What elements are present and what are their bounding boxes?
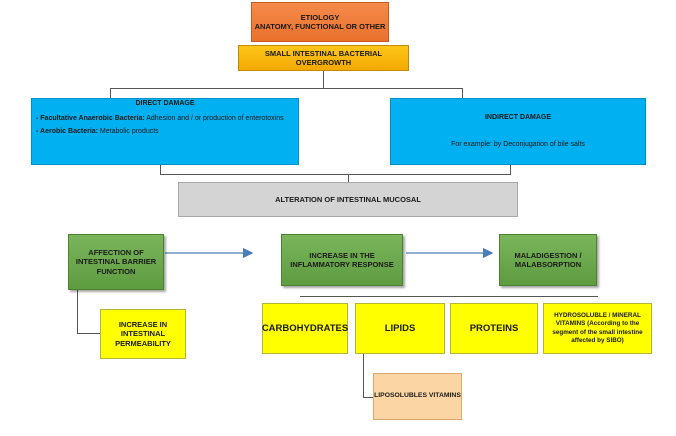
direct-damage-item-1-label: - Facultative Anaerobic Bacteria: <box>36 114 145 122</box>
proteins-label: PROTEINS <box>469 322 519 334</box>
etiology-subtitle: ANATOMY, FUNCTIONAL OR OTHER <box>254 22 386 31</box>
hydrosoluble-line-4: affected by SIBO) <box>571 336 624 344</box>
direct-damage-item-2: - Aerobic Bacteria: Metabolic products <box>36 128 159 137</box>
connector-barrier-to-permeability <box>77 333 100 334</box>
barrier-box: AFFECTION OF INTESTINAL BARRIER FUNCTION <box>68 234 164 290</box>
lipids-box: LIPIDS <box>355 303 445 354</box>
connector-merge-right <box>510 165 511 174</box>
sibo-box: SMALL INTESTINAL BACTERIAL OVERGROWTH <box>238 45 409 71</box>
carbohydrates-box: CARBOHYDRATES <box>262 303 348 354</box>
hydrosoluble-box: HYDROSOLUBLE / MINERAL VITAMINS (Accordi… <box>543 303 652 354</box>
proteins-box: PROTEINS <box>450 303 538 354</box>
connector-merge-horizontal <box>160 174 511 175</box>
connector-merge-left <box>160 165 161 174</box>
indirect-damage-text: For example: by Deconjugation of bile sa… <box>451 140 585 148</box>
inflammatory-line-1: INCREASE IN THE <box>309 250 375 260</box>
connector-lipids-to-liposolubles <box>363 397 373 398</box>
connector-lipids-down <box>363 354 364 397</box>
carbohydrates-label: CARBOHYDRATES <box>261 322 349 334</box>
connector-nutrients-horizontal <box>300 296 598 297</box>
inflammatory-box: INCREASE IN THE INFLAMMATORY RESPONSE <box>281 234 403 286</box>
barrier-line-3: FUNCTION <box>96 266 136 276</box>
connector-sibo-branch-horizontal <box>110 88 462 89</box>
inflammatory-line-2: INFLAMMATORY RESPONSE <box>290 260 394 269</box>
connector-to-direct <box>110 88 111 98</box>
alteration-label: ALTERATION OF INTESTINAL MUCOSAL <box>275 194 421 204</box>
permeability-box: INCREASE IN INTESTINAL PERMEABILITY <box>100 309 186 359</box>
direct-damage-item-2-label: - Aerobic Bacteria: <box>36 128 98 136</box>
sibo-label: SMALL INTESTINAL BACTERIAL OVERGROWTH <box>264 48 383 67</box>
malabsorption-line-2: MALABSORPTION <box>514 260 582 269</box>
etiology-title: ETIOLOGY <box>300 12 340 22</box>
barrier-line-2: INTESTINAL BARRIER <box>75 257 157 267</box>
connector-merge-to-alteration <box>348 174 349 182</box>
barrier-line-1: AFFECTION OF <box>88 247 144 257</box>
connector-to-indirect <box>462 88 463 98</box>
hydrosoluble-line-1: HYDROSOLUBLE / MINERAL <box>554 312 641 320</box>
connector-sibo-branch-vertical <box>323 71 324 88</box>
hydrosoluble-line-2: VITAMINS (According to the <box>555 320 640 328</box>
malabsorption-box: MALADIGESTION / MALABSORPTION <box>499 234 597 286</box>
etiology-box: ETIOLOGY ANATOMY, FUNCTIONAL OR OTHER <box>251 2 389 42</box>
liposolubles-box: LIPOSOLUBLES VITAMINS <box>373 373 462 420</box>
direct-damage-item-1-text: Adhesion and / or production of enteroto… <box>144 114 284 122</box>
malabsorption-line-1: MALADIGESTION / <box>514 250 582 260</box>
direct-damage-box: DIRECT DAMAGE - Facultative Anaerobic Ba… <box>31 98 299 165</box>
connector-barrier-down <box>77 290 78 333</box>
lipids-label: LIPIDS <box>384 322 416 334</box>
direct-damage-title: DIRECT DAMAGE <box>135 100 195 107</box>
hydrosoluble-line-3: segment of the small intestine <box>552 328 643 336</box>
indirect-damage-box: INDIRECT DAMAGE For example: by Deconjug… <box>390 98 646 165</box>
permeability-line-1: INCREASE IN <box>118 319 168 329</box>
direct-damage-item-2-text: Metabolic products <box>97 128 159 136</box>
permeability-line-3: PERMEABILITY <box>115 338 171 348</box>
direct-damage-item-1: - Facultative Anaerobic Bacteria: Adhesi… <box>36 114 284 123</box>
permeability-line-2: INTESTINAL <box>120 329 166 339</box>
alteration-box: ALTERATION OF INTESTINAL MUCOSAL <box>178 182 518 217</box>
liposolubles-label: LIPOSOLUBLES VITAMINS <box>374 392 461 400</box>
indirect-damage-title: INDIRECT DAMAGE <box>484 114 552 121</box>
